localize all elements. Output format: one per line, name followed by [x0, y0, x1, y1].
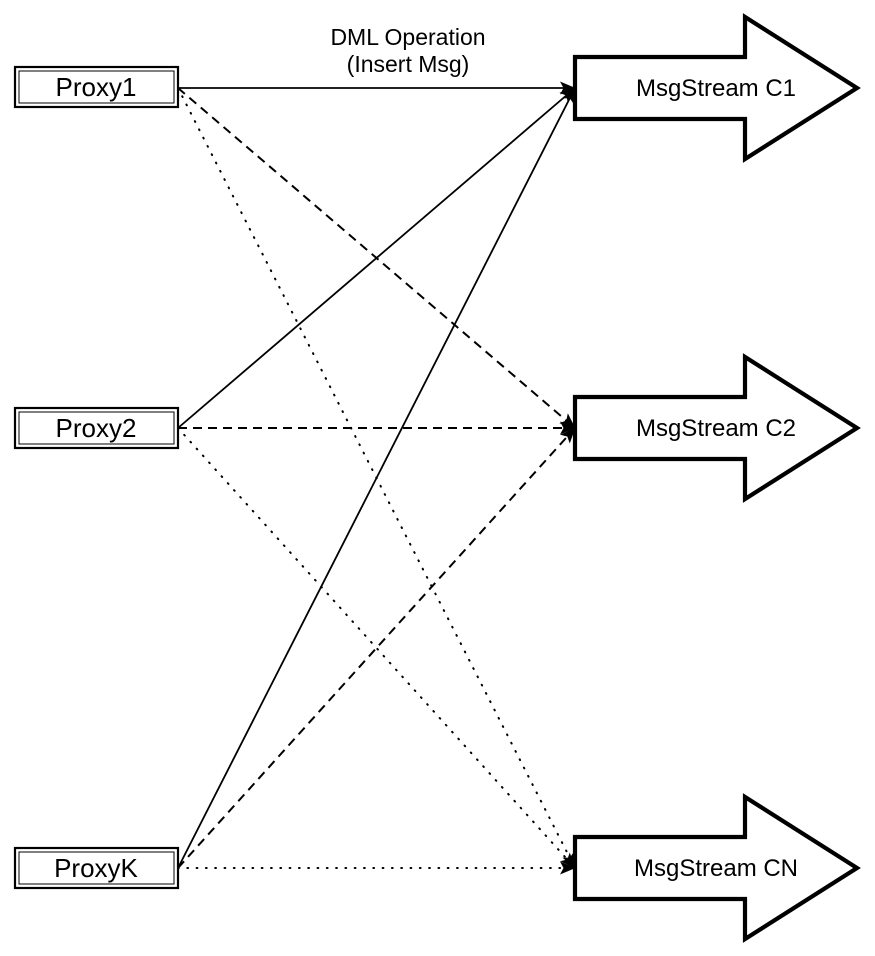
edge-proxyk-to-c2-dashed: [177, 427, 576, 869]
proxy2-box-inner-border: [18, 411, 175, 445]
proxy1-box: [13, 65, 180, 109]
proxyk-box-inner-border: [18, 851, 175, 885]
proxy1-box-inner-border: [18, 70, 175, 104]
proxy-node-proxy1: Proxy1: [13, 65, 180, 109]
msgstream-cn-arrow-shape: [572, 793, 861, 943]
msgstream-cn-label: MsgStream CN: [634, 855, 798, 882]
edge-proxy1-to-cn-dotted: [177, 87, 576, 869]
title-line-2: (Insert Msg): [347, 51, 470, 77]
stream-node-c1: MsgStream C1: [572, 13, 861, 163]
edge-proxy2-to-cn-dotted: [177, 427, 576, 869]
diagram-title: DML Operation (Insert Msg): [330, 24, 485, 77]
msgstream-c2-label: MsgStream C2: [636, 415, 796, 442]
edge-proxy1-to-c2-dashed: [177, 87, 576, 429]
proxy-node-proxy2: Proxy2: [13, 406, 180, 450]
msgstream-c2-arrow-shape: [572, 353, 861, 503]
stream-node-c2: MsgStream C2: [572, 353, 861, 503]
proxyk-label: ProxyK: [54, 853, 138, 883]
msgstream-c1-arrow-shape: [572, 13, 861, 163]
title-line-1: DML Operation: [330, 24, 485, 50]
stream-node-cn: MsgStream CN: [572, 793, 861, 943]
proxy1-label: Proxy1: [56, 72, 137, 102]
proxy-node-proxyk: ProxyK: [13, 846, 180, 890]
edges: [177, 81, 576, 875]
proxy2-box: [13, 406, 180, 450]
msgstream-c1-label: MsgStream C1: [636, 75, 796, 102]
proxy2-label: Proxy2: [56, 413, 137, 443]
proxyk-box: [13, 846, 180, 890]
